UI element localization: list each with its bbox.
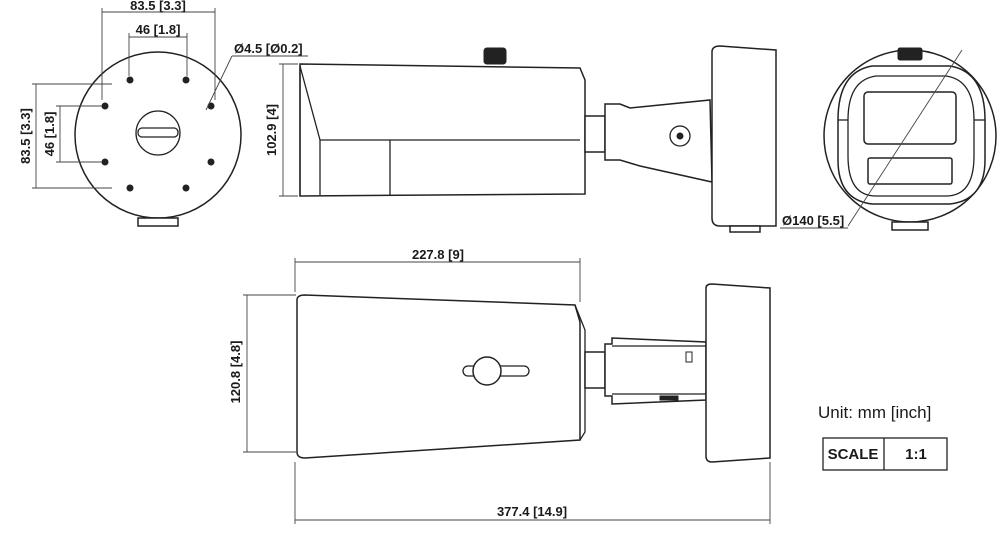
- scale-value: 1:1: [905, 446, 927, 463]
- dim-hole-spacing-v: 46 [1.8]: [42, 112, 57, 157]
- dim-mount-height: 83.5 [3.3]: [18, 108, 33, 164]
- camera-front-view: Ø140 [5.5]: [780, 47, 997, 231]
- dim-bottom-height: 120.8 [4.8]: [228, 341, 243, 404]
- dim-body-length: 227.8 [9]: [412, 247, 464, 262]
- camera-bottom-view: 227.8 [9] 377.4 [14.9] 120.8 [4.8]: [228, 247, 771, 524]
- dim-mount-width: 83.5 [3.3]: [130, 0, 186, 13]
- dim-total-length: 377.4 [14.9]: [497, 504, 567, 519]
- scale-label: SCALE: [828, 446, 879, 463]
- mount-base-top-view: 83.5 [3.3] 46 [1.8] Ø4.5 [Ø0.2] 83.5 [3.…: [18, 0, 308, 227]
- camera-side-view: 102.9 [4]: [264, 45, 777, 233]
- dim-base-diameter: Ø140 [5.5]: [782, 213, 844, 228]
- scale-table: SCALE 1:1: [822, 437, 948, 471]
- unit-note: Unit: mm [inch]: [818, 403, 931, 422]
- dim-hole-spacing-h: 46 [1.8]: [136, 22, 181, 37]
- dim-side-height: 102.9 [4]: [264, 104, 279, 156]
- dim-hole-diameter: Ø4.5 [Ø0.2]: [234, 41, 303, 56]
